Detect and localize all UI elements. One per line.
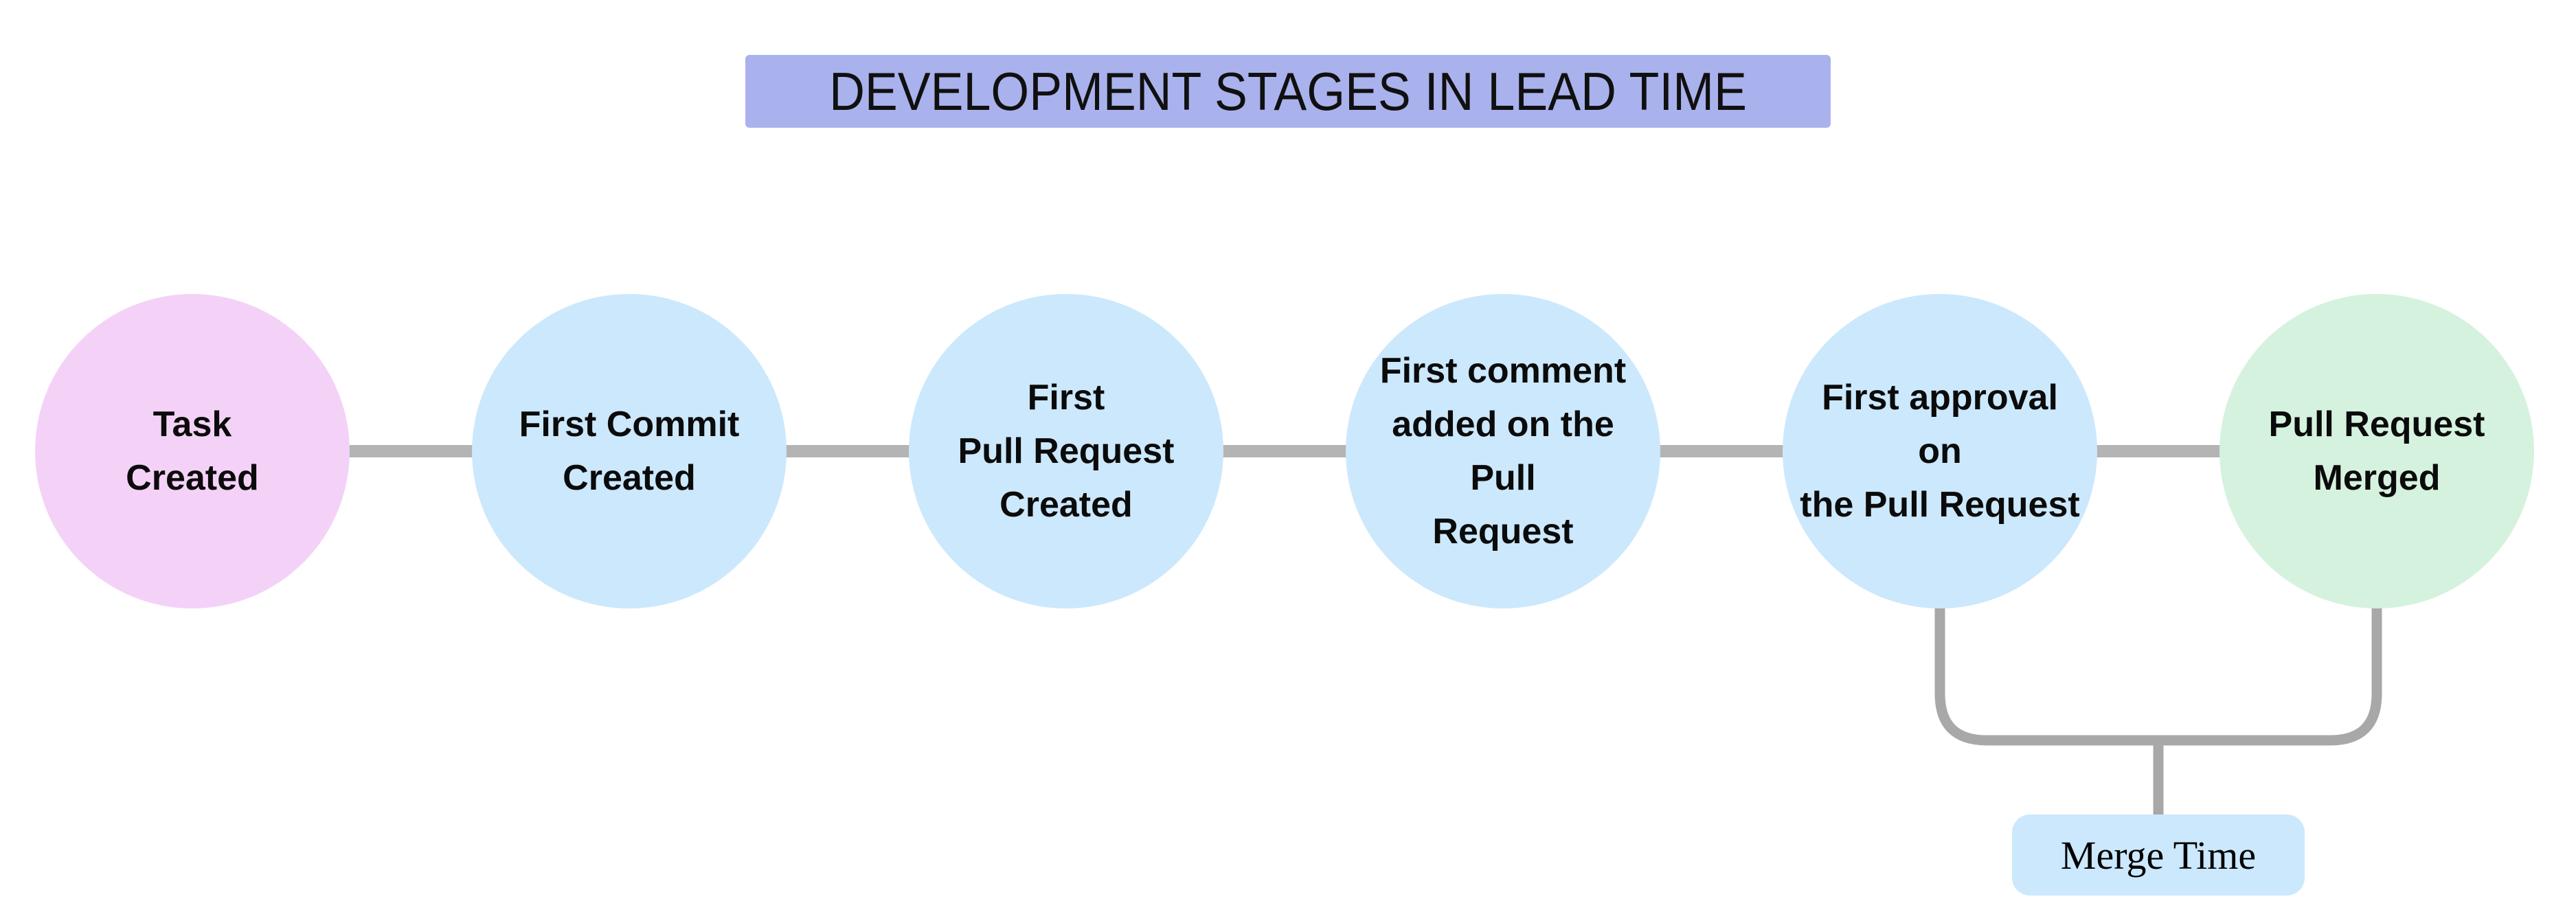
connector-line xyxy=(2094,445,2222,457)
stage-circle-first-pull-request-created: First Pull Request Created xyxy=(909,294,1223,608)
stage-label: First comment added on the Pull Request xyxy=(1379,351,1627,551)
merge-time-label: Merge Time xyxy=(2060,832,2257,878)
stage-label: Task Created xyxy=(126,404,259,498)
stage-circle-task-created: Task Created xyxy=(35,294,350,608)
title-banner: DEVELOPMENT STAGES IN LEAD TIME xyxy=(745,55,1831,128)
stage-circle-first-commit-created: First Commit Created xyxy=(472,294,787,608)
stage-circle-first-approval: First approval on the Pull Request xyxy=(1783,294,2097,608)
connector-line xyxy=(347,445,475,457)
connector-line xyxy=(1221,445,1348,457)
stage-label: First Pull Request Created xyxy=(958,378,1175,525)
merge-time-label-box: Merge Time xyxy=(2012,814,2305,896)
stage-label: First Commit Created xyxy=(519,404,740,498)
connector-line xyxy=(784,445,912,457)
connector-line xyxy=(1658,445,1785,457)
stage-label: Pull Request Merged xyxy=(2268,404,2485,498)
stage-circle-pull-request-merged: Pull Request Merged xyxy=(2219,294,2534,608)
diagram-title: DEVELOPMENT STAGES IN LEAD TIME xyxy=(829,60,1747,122)
stage-circle-first-comment-added: First comment added on the Pull Request xyxy=(1346,294,1660,608)
stage-label: First approval on the Pull Request xyxy=(1800,378,2080,525)
bracket-span-line xyxy=(1934,607,2382,746)
